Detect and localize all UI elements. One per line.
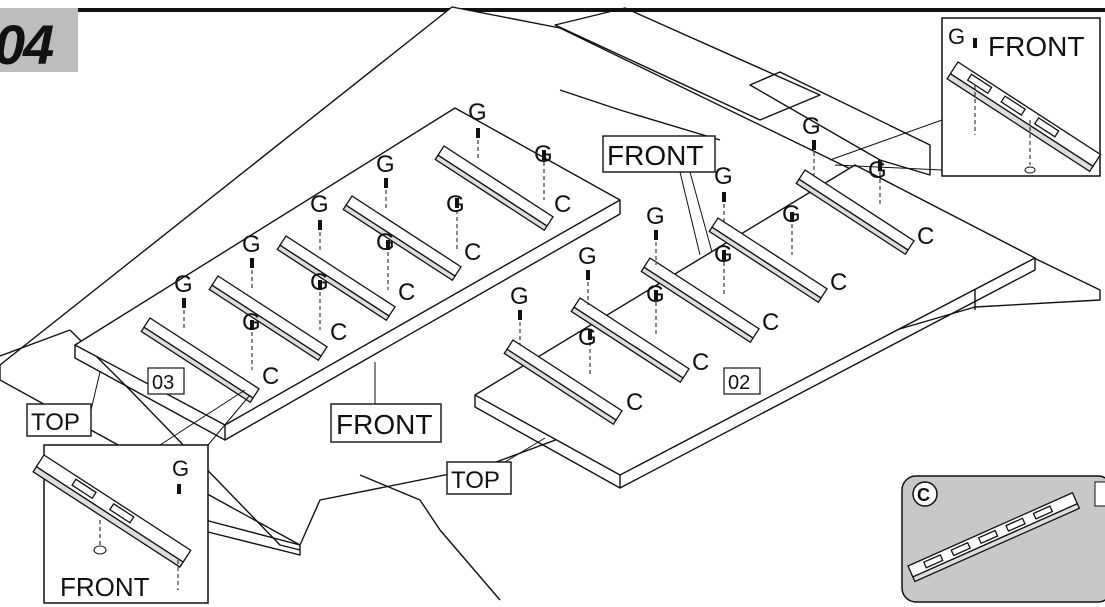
screw-label-g: G [376, 229, 395, 256]
screw-label-g: G [578, 243, 597, 270]
screw-label-g: G [310, 269, 329, 296]
bracket-labels: C C C C C C C C C C [262, 191, 934, 416]
screws [182, 128, 882, 340]
screw-label-g: G [868, 157, 887, 184]
cardboard-strip [559, 89, 721, 141]
panel-02-label: 02 [728, 372, 750, 394]
header-rule [78, 8, 1105, 12]
front-label-middle: FRONT [330, 362, 442, 443]
bracket-label-c: C [398, 279, 415, 306]
screw-label-g: G [310, 191, 329, 218]
bracket-label-c: C [917, 223, 934, 250]
cardboard-strip [0, 329, 71, 357]
screw-label-g: G [782, 201, 801, 228]
screw-label-g: G [510, 283, 529, 310]
front-label: FRONT [607, 140, 703, 171]
panel-02-tag: 02 [723, 367, 761, 395]
screw-guides [183, 140, 881, 375]
screw-label-g: G [376, 151, 395, 178]
front-label: FRONT [988, 31, 1084, 62]
screw-label-g: G [534, 141, 553, 168]
legend-part-letter: C [917, 485, 930, 505]
screw-label-g: G [646, 203, 665, 230]
screw-label-g: G [948, 24, 965, 49]
screw-label-g: G [646, 281, 665, 308]
screw-label-g: G [802, 113, 821, 140]
bracket-label-c: C [464, 239, 481, 266]
cardboard-strip [749, 71, 931, 176]
screw-label-g: G [714, 241, 733, 268]
screw-labels: G G G G G G G G G G G G G G G G G G G G [174, 99, 887, 351]
step-number-box: 04 [0, 8, 78, 76]
bracket-label-c: C [554, 191, 571, 218]
screw-label-g: G [578, 324, 597, 351]
screw-label-g: G [468, 99, 487, 126]
brackets-right [503, 169, 915, 426]
detail-inset-upper: G FRONT [829, 17, 1102, 177]
part-legend-c: C [901, 475, 1105, 603]
screw-label-g: G [446, 191, 465, 218]
panel-03-label: 03 [152, 372, 174, 394]
bracket-label-c: C [762, 309, 779, 336]
top-label-right: TOP [446, 437, 546, 495]
top-label-left: TOP [26, 371, 101, 437]
screw-label-g: G [242, 309, 261, 336]
step-number: 04 [0, 13, 54, 76]
bracket-label-c: C [626, 389, 643, 416]
cardboard-strip [554, 7, 821, 121]
top-label: TOP [31, 409, 80, 436]
front-label: FRONT [60, 572, 150, 602]
bracket-label-c: C [830, 269, 847, 296]
front-label-upper: FRONT [602, 135, 716, 256]
bracket-label-c: C [330, 319, 347, 346]
detail-inset-lower: G FRONT [32, 389, 251, 604]
screw-label-g: G [174, 271, 193, 298]
cardboard-strip [359, 474, 501, 601]
screw-label-g: G [242, 231, 261, 258]
screw-label-g: G [172, 456, 189, 481]
front-label: FRONT [336, 409, 432, 440]
bracket-label-c: C [262, 363, 279, 390]
brackets-left [140, 145, 554, 404]
panel-03-tag: 03 [147, 367, 185, 395]
bracket-label-c: C [692, 349, 709, 376]
screw-label-g: G [714, 163, 733, 190]
top-label: TOP [451, 467, 500, 494]
